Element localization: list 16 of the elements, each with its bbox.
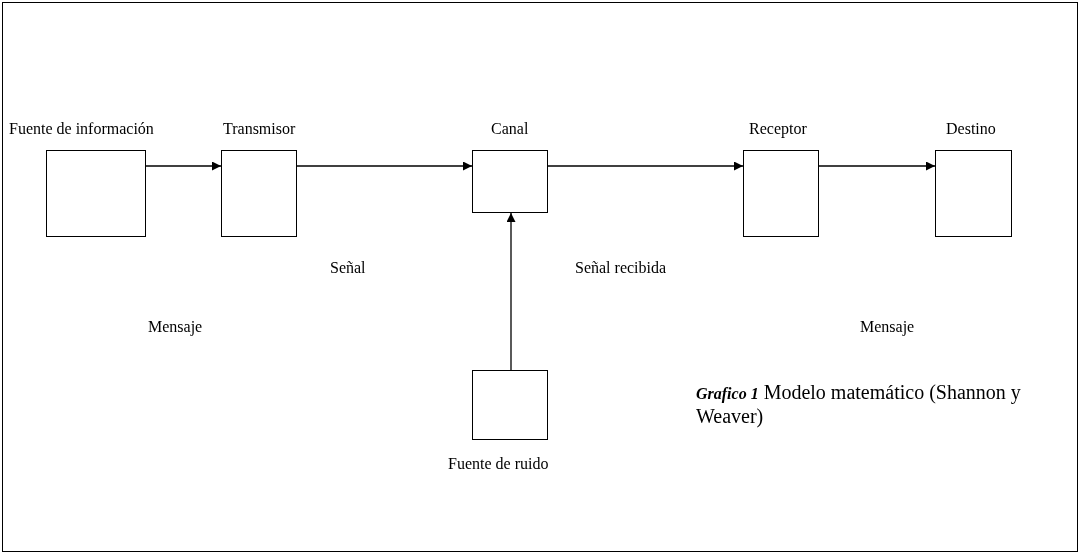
arrow [145, 161, 222, 171]
signal-label: Mensaje [860, 319, 915, 335]
arrow [506, 212, 516, 371]
node-label: Receptor [749, 121, 807, 137]
node-label: Fuente de información [9, 121, 154, 137]
arrow [818, 161, 936, 171]
arrow [547, 161, 744, 171]
caption: Grafico 1 Modelo matemático (Shannon y Weaver) [696, 380, 1022, 428]
node-label: Destino [946, 121, 996, 137]
node-label: Canal [491, 121, 529, 137]
signal-label: Señal [330, 260, 366, 276]
node-label: Transmisor [223, 121, 296, 137]
arrow [296, 161, 473, 171]
node-label: Fuente de ruido [448, 456, 549, 472]
signal-label: Mensaje [148, 319, 203, 335]
signal-label: Señal recibida [575, 260, 667, 276]
